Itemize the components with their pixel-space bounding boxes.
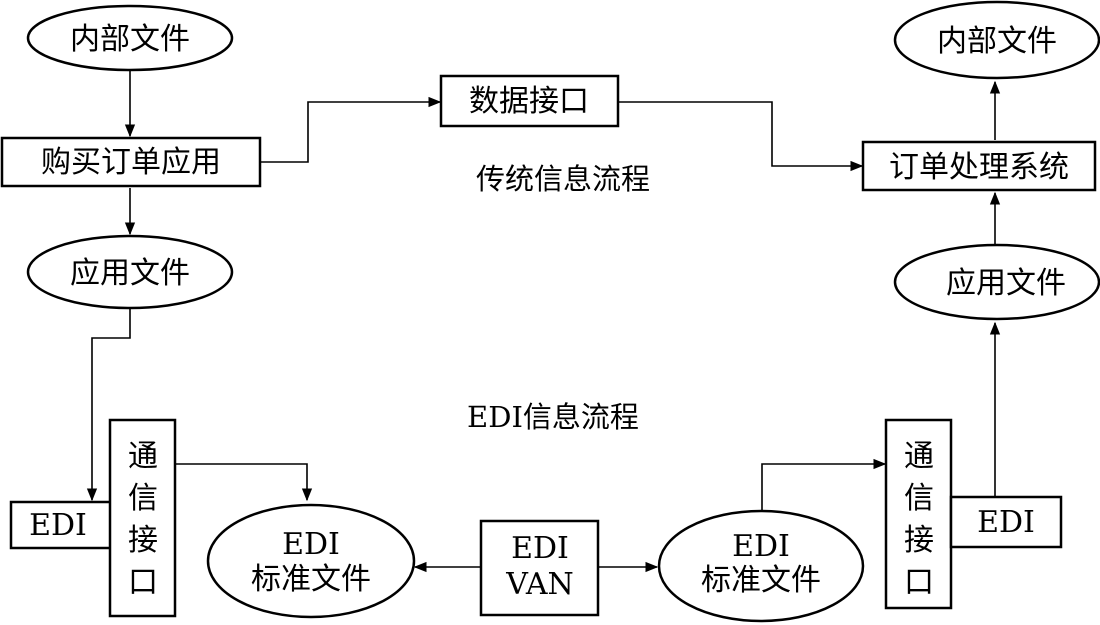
comm-interface-left-char: 口 (128, 565, 158, 600)
edi-right-label: EDI (977, 505, 1035, 540)
edi-right-node: EDI (949, 495, 1063, 549)
edi-right-box (949, 495, 1063, 549)
edi-van-line1: EDI (511, 531, 569, 566)
edi-flow-caption: EDI信息流程 (467, 400, 639, 434)
data-interface-label: 数据接口 (469, 84, 589, 119)
internal-file-right-ellipse (893, 0, 1100, 80)
edi-left-box (9, 500, 113, 550)
edi-std-file-right-node: EDI 标准文件 (657, 509, 865, 623)
edi-std-file-left-ellipse (206, 503, 416, 619)
comm-interface-right-node: 通 信 接 口 (884, 418, 953, 610)
internal-file-right-node: 内部文件 (893, 0, 1100, 80)
purchase-order-app-node: 购买订单应用 (0, 136, 262, 188)
app-file-left-ellipse (26, 234, 234, 310)
traditional-flow-caption: 传统信息流程 (476, 162, 650, 196)
edi-std-file-right-ellipse (657, 509, 865, 623)
edi-van-box (479, 519, 600, 617)
internal-file-left-ellipse (26, 4, 234, 72)
comm-interface-left-char: 通 (128, 439, 158, 474)
arrow-edifile-to-comm-right (761, 458, 887, 510)
edi-std-file-right-line1: EDI (732, 529, 790, 564)
arrow-appfile-to-edi-left (86, 308, 131, 502)
comm-interface-left-node: 通 信 接 口 (108, 418, 177, 618)
edi-std-file-left-line1: EDI (282, 527, 340, 562)
app-file-right-node: 应用文件 (893, 243, 1100, 321)
edi-left-label: EDI (29, 508, 87, 543)
app-file-right-ellipse (893, 243, 1100, 321)
edi-std-file-right-line2: 标准文件 (701, 563, 821, 598)
edi-van-node: EDI VAN (479, 519, 600, 617)
comm-interface-right-char: 信 (904, 481, 934, 516)
arrow-datainterface-to-order (618, 101, 864, 172)
app-file-right-label: 应用文件 (946, 266, 1066, 301)
edi-left-node: EDI (9, 500, 113, 550)
purchase-order-app-label: 购买订单应用 (41, 145, 221, 180)
comm-interface-left-box (108, 418, 177, 618)
edi-std-file-left-node: EDI 标准文件 (206, 503, 416, 619)
comm-interface-right-char: 通 (904, 439, 934, 474)
order-processing-box (861, 140, 1097, 192)
comm-interface-left-char: 信 (128, 481, 158, 516)
comm-interface-right-char: 口 (904, 565, 934, 600)
comm-interface-left-char: 接 (128, 523, 158, 558)
connectors (86, 70, 1001, 573)
order-processing-label: 订单处理系统 (889, 150, 1069, 185)
order-processing-node: 订单处理系统 (861, 140, 1097, 192)
comm-interface-right-char: 接 (904, 523, 934, 558)
data-interface-box (439, 74, 620, 128)
comm-interface-right-box (884, 418, 953, 610)
edi-van-line2: VAN (505, 567, 574, 602)
arrow-comm-to-edifile-left (175, 463, 313, 502)
arrow-purchase-to-datainterface (260, 96, 442, 163)
internal-file-right-label: 内部文件 (937, 24, 1057, 59)
internal-file-left-label: 内部文件 (70, 22, 190, 57)
app-file-left-node: 应用文件 (26, 234, 234, 310)
data-interface-node: 数据接口 (439, 74, 620, 128)
app-file-left-label: 应用文件 (70, 256, 190, 291)
purchase-order-app-box (0, 136, 262, 188)
edi-std-file-left-line2: 标准文件 (251, 562, 371, 597)
internal-file-left-node: 内部文件 (26, 4, 234, 72)
